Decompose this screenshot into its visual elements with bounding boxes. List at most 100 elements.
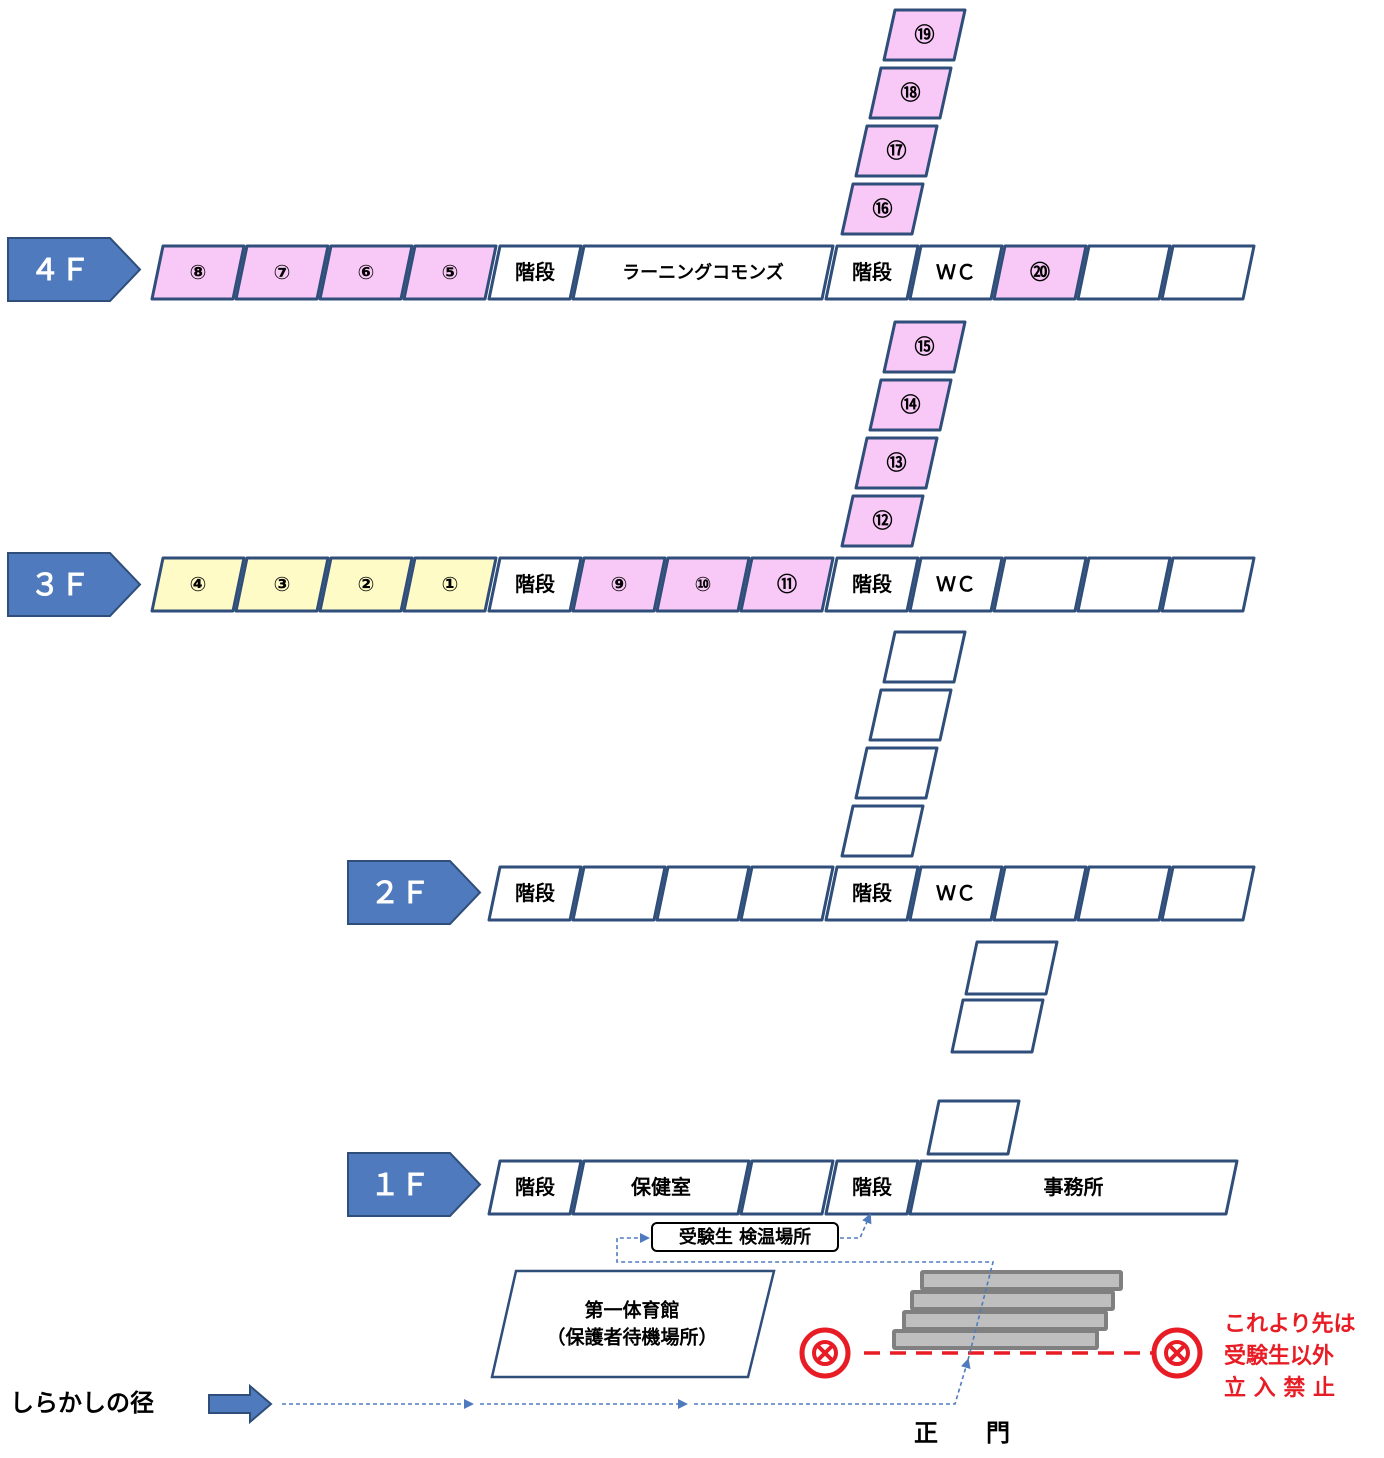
room-1f-3: 階段 <box>824 1159 920 1216</box>
checkpoint-label: 受験生 検温場所 <box>679 1226 811 1248</box>
room-3f-7-label: ⑪ <box>777 572 797 596</box>
room-4f-6-label: 階段 <box>852 260 892 284</box>
floor-tag-4f: ４Ｆ <box>7 237 142 302</box>
room-3f-9: ＷＣ <box>908 556 1004 613</box>
room-2f-6 <box>992 865 1088 922</box>
room-4f-wing-0: ⑲ <box>882 8 967 62</box>
temperature-check-point: 受験生 検温場所 <box>651 1222 839 1252</box>
room-4f-1: ⑦ <box>234 244 330 301</box>
floor-tag-1f: １Ｆ <box>347 1152 482 1217</box>
room-4f-2-label: ⑥ <box>358 260 375 284</box>
path-arrow-icon <box>208 1383 273 1425</box>
room-2f-wing-0 <box>882 630 967 684</box>
route-segment-3 <box>694 1358 971 1405</box>
floor-tag-4f-text: ４Ｆ <box>30 253 90 288</box>
room-4f-6: 階段 <box>824 244 920 301</box>
room-2f-5: ＷＣ <box>908 865 1004 922</box>
room-2f-1 <box>571 865 667 922</box>
room-3f-8: 階段 <box>824 556 920 613</box>
room-3f-wing-1-label: ⑭ <box>901 393 921 417</box>
room-2f-7 <box>1076 865 1172 922</box>
floor-tag-3f: ３Ｆ <box>7 552 142 617</box>
room-1f-4: 事務所 <box>908 1159 1239 1216</box>
room-2f-wing-1 <box>868 688 953 742</box>
room-2f-lower-1 <box>950 998 1045 1054</box>
room-3f-wing-3: ⑫ <box>840 494 925 548</box>
room-3f-0-label: ④ <box>190 572 207 596</box>
room-3f-4-label: 階段 <box>515 572 555 596</box>
path-label: しらかしの径 <box>10 1389 154 1417</box>
room-3f-wing-2: ⑬ <box>854 436 939 490</box>
floor-tag-3f-text: ３Ｆ <box>30 568 90 603</box>
gym-name: 第一体育館 <box>584 1299 679 1322</box>
room-4f-2: ⑥ <box>318 244 414 301</box>
room-3f-8-label: 階段 <box>852 572 892 596</box>
gate-step-2 <box>902 1310 1108 1331</box>
room-4f-8: ⑳ <box>992 244 1088 301</box>
room-1f-wing-0 <box>926 1099 1021 1156</box>
room-1f-0: 階段 <box>487 1159 583 1216</box>
room-4f-5: ラーニングコモンズ <box>571 244 835 301</box>
room-1f-1: 保健室 <box>571 1159 751 1216</box>
floor-tag-2f-text: ２Ｆ <box>370 876 430 911</box>
floor-tag-2f: ２Ｆ <box>347 860 482 925</box>
room-4f-7: ＷＣ <box>908 244 1004 301</box>
room-4f-3: ⑤ <box>402 244 498 301</box>
room-4f-wing-3: ⑯ <box>840 182 925 236</box>
room-3f-wing-1: ⑭ <box>868 378 953 432</box>
room-3f-1: ③ <box>234 556 330 613</box>
room-4f-wing-0-label: ⑲ <box>915 23 935 47</box>
room-3f-5-label: ⑨ <box>611 572 628 596</box>
room-3f-wing-0: ⑮ <box>882 320 967 374</box>
room-3f-5: ⑨ <box>571 556 667 613</box>
room-4f-8-label: ⑳ <box>1030 260 1050 284</box>
room-4f-4-label: 階段 <box>515 260 555 284</box>
room-2f-wing-3 <box>840 804 925 858</box>
room-4f-3-label: ⑤ <box>442 260 459 284</box>
room-1f-1-label: 保健室 <box>630 1175 691 1199</box>
room-2f-wing-2 <box>854 746 939 800</box>
room-3f-4: 階段 <box>487 556 583 613</box>
route-segment-5 <box>840 1213 872 1239</box>
room-2f-5-label: ＷＣ <box>936 881 976 905</box>
room-4f-wing-2-label: ⑰ <box>887 139 907 163</box>
room-4f-10 <box>1160 244 1256 301</box>
no-entry-icon <box>1151 1327 1203 1379</box>
room-1f-3-label: 階段 <box>852 1175 892 1199</box>
no-entry-warning-line2: 受験生以外 <box>1224 1344 1335 1369</box>
no-entry-icon <box>799 1327 851 1379</box>
room-3f-0: ④ <box>150 556 246 613</box>
no-entry-barrier <box>799 1327 1203 1379</box>
no-entry-warning-line1: これより先は <box>1224 1312 1356 1337</box>
room-2f-3 <box>739 865 835 922</box>
gate-step-1 <box>910 1290 1115 1311</box>
room-2f-2 <box>655 865 751 922</box>
room-3f-10 <box>992 556 1088 613</box>
room-2f-4-label: 階段 <box>852 881 892 905</box>
room-3f-wing-3-label: ⑫ <box>873 509 893 533</box>
room-3f-9-label: ＷＣ <box>936 572 976 596</box>
floor-tag-1f-text: １Ｆ <box>370 1168 430 1203</box>
room-4f-0: ⑧ <box>150 244 246 301</box>
gym-building: 第一体育館（保護者待機場所） <box>490 1269 776 1379</box>
room-4f-7-label: ＷＣ <box>936 260 976 284</box>
gate-step-3 <box>892 1329 1099 1350</box>
room-2f-0-label: 階段 <box>515 881 555 905</box>
room-1f-0-label: 階段 <box>515 1175 555 1199</box>
room-2f-8 <box>1160 865 1256 922</box>
main-gate-label: 正 門 <box>914 1419 1010 1447</box>
room-4f-1-label: ⑦ <box>274 260 291 284</box>
room-4f-wing-3-label: ⑯ <box>873 197 893 221</box>
room-3f-6: ⑩ <box>655 556 751 613</box>
room-4f-9 <box>1076 244 1172 301</box>
room-1f-2 <box>739 1159 835 1216</box>
room-4f-wing-1: ⑱ <box>868 66 953 120</box>
route-segment-4 <box>616 1233 995 1361</box>
room-3f-2: ② <box>318 556 414 613</box>
gate-step-0 <box>920 1270 1123 1291</box>
room-3f-3: ① <box>402 556 498 613</box>
room-3f-wing-2-label: ⑬ <box>887 451 907 475</box>
room-3f-3-label: ① <box>442 572 459 596</box>
